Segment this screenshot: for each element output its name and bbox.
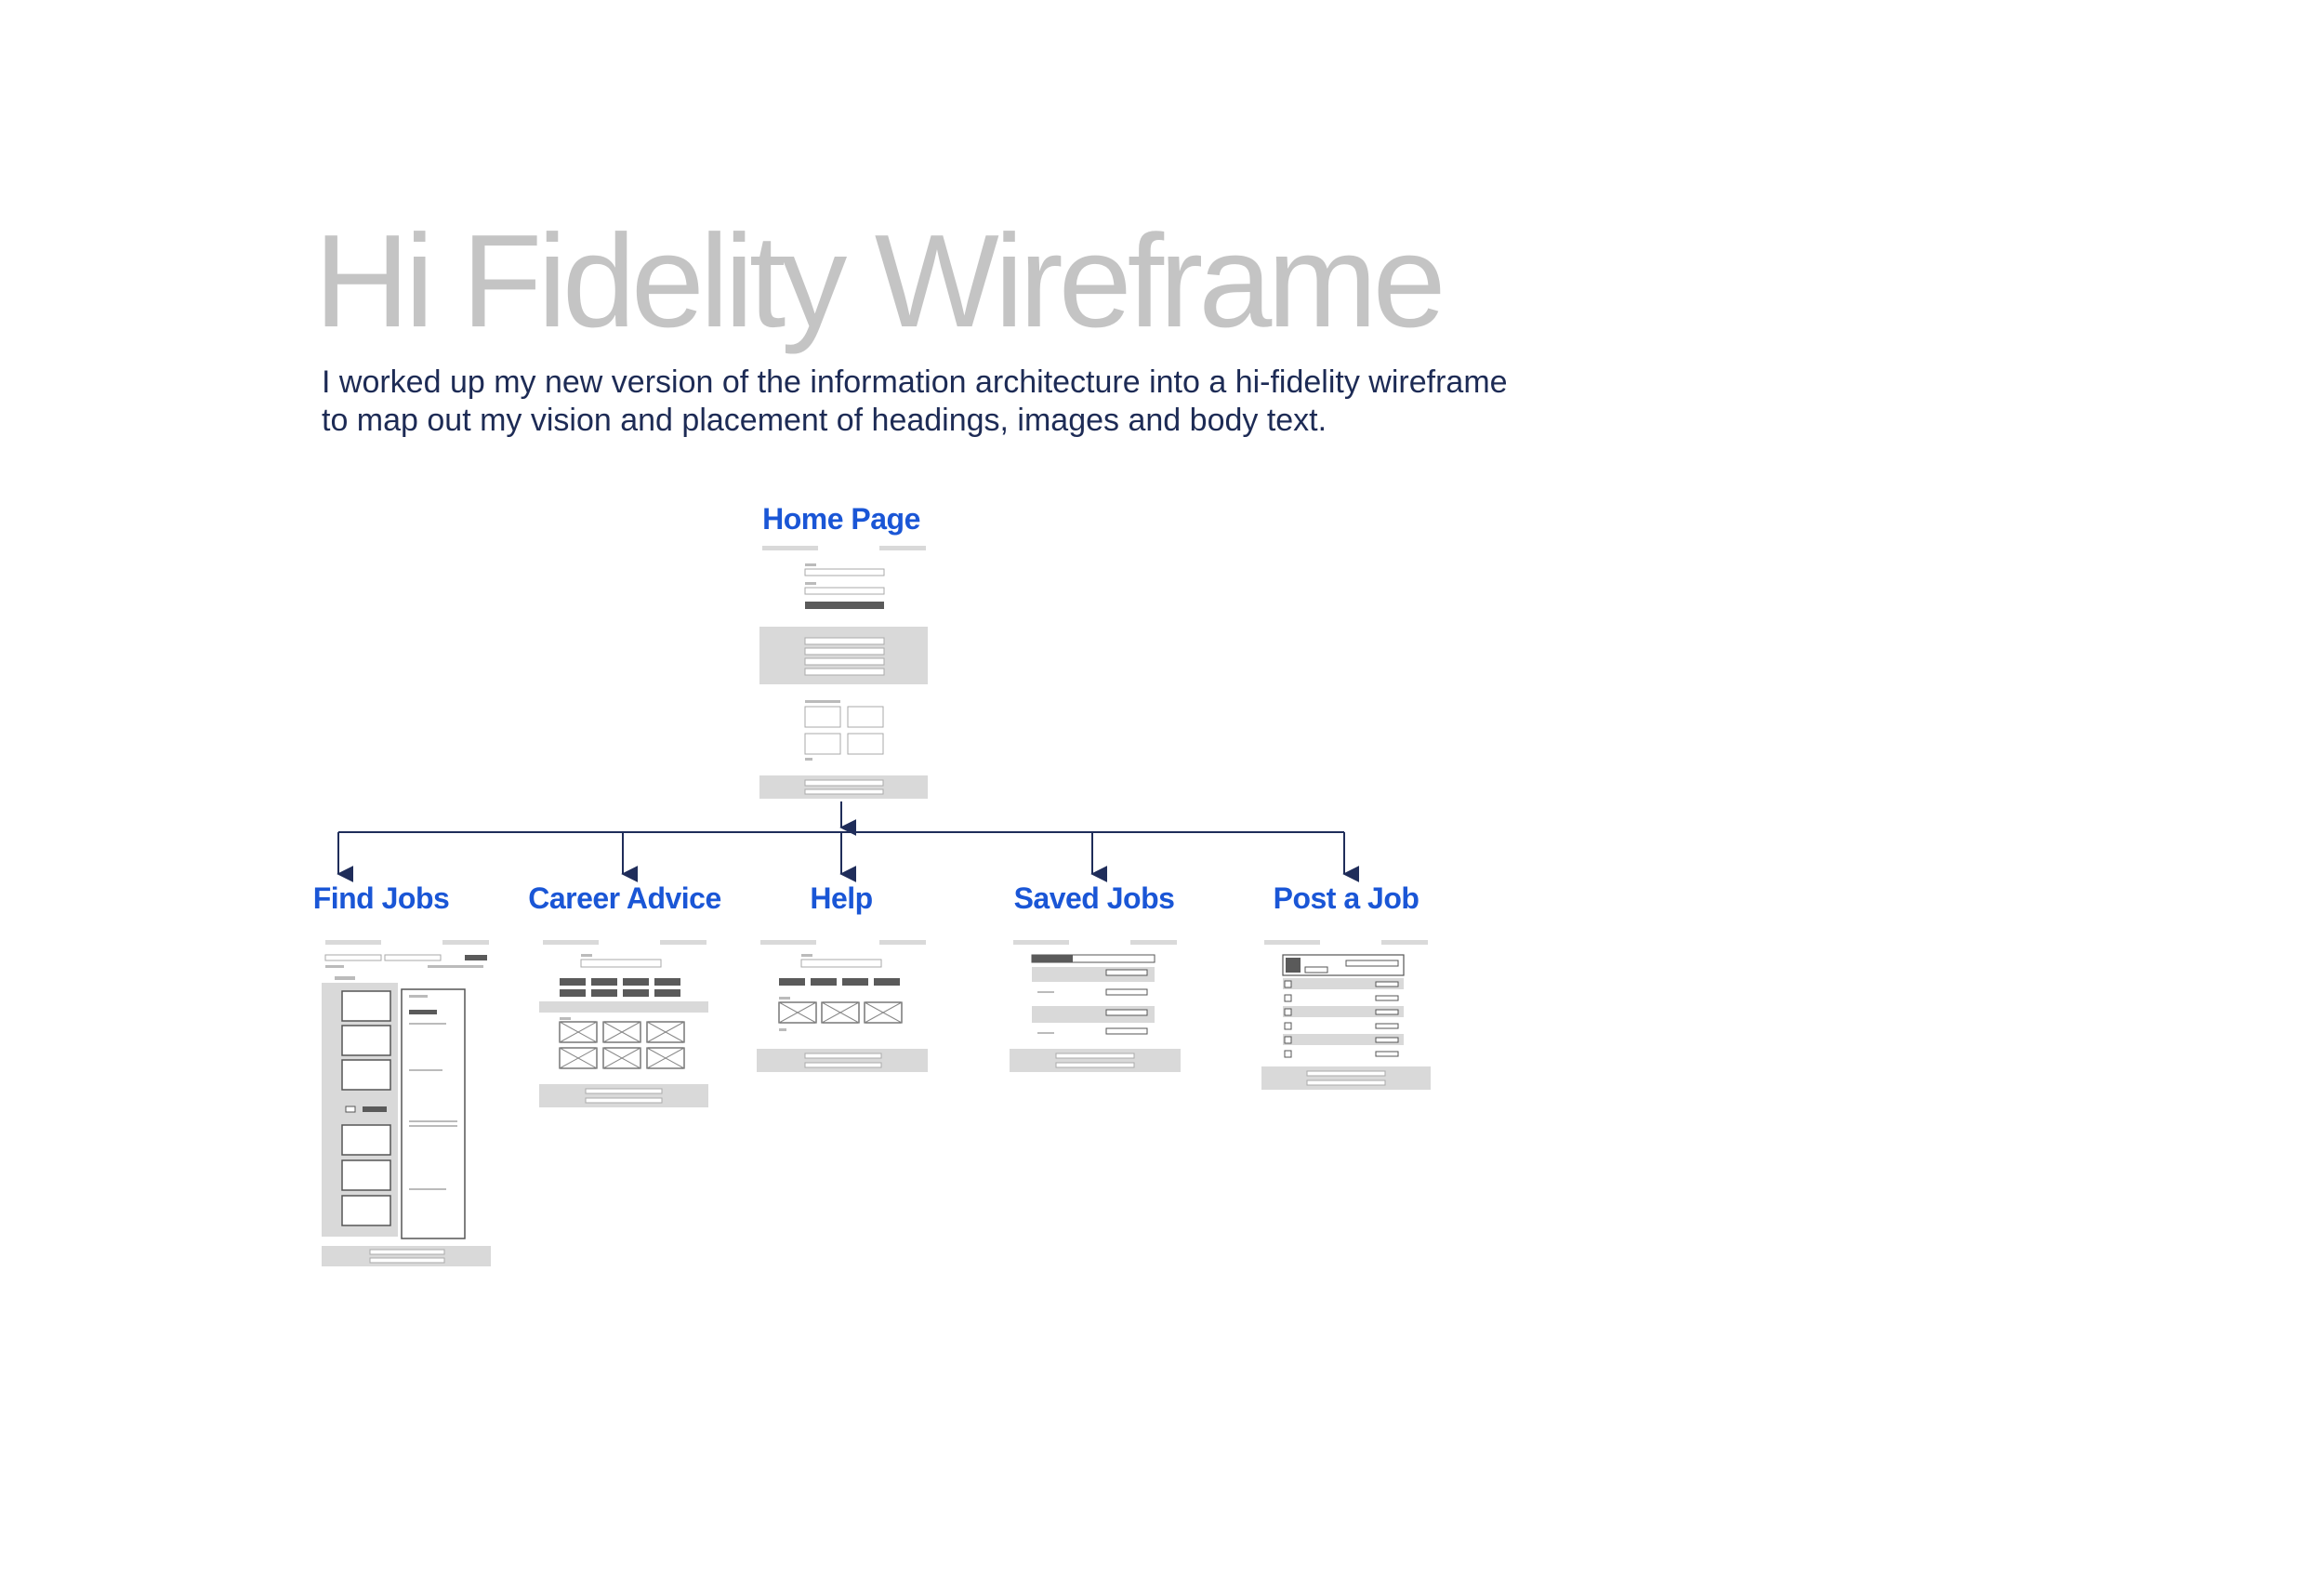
post-a-job-label: Post a Job (1273, 881, 1419, 915)
home-page-label: Home Page (762, 502, 920, 536)
description-line-2: to map out my vision and placement of he… (322, 403, 1327, 438)
saved-jobs-label: Saved Jobs (1013, 881, 1175, 915)
description-line-1: I worked up my new version of the inform… (322, 364, 1508, 400)
find-jobs-wireframe (322, 940, 491, 1266)
page-title: Hi Fidelity Wireframe (314, 207, 1446, 355)
help-wireframe (757, 940, 928, 1072)
saved-jobs-wireframe (1010, 940, 1181, 1072)
career-advice-wireframe (539, 940, 708, 1107)
home-page-wireframe (759, 546, 928, 799)
help-label: Help (810, 881, 873, 915)
connectors (337, 801, 1360, 882)
find-jobs-label: Find Jobs (312, 881, 450, 915)
career-advice-label: Career Advice (528, 881, 721, 915)
post-a-job-wireframe (1261, 940, 1431, 1090)
